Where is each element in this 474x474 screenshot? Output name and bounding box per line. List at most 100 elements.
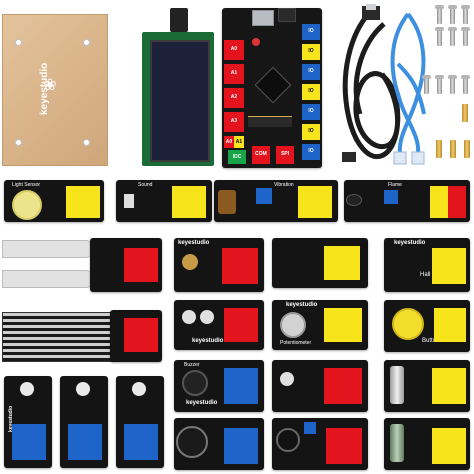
led-icon	[182, 310, 196, 324]
photocell-module: keyestudio	[174, 238, 264, 292]
led-icon	[20, 382, 34, 396]
io-block: IO	[302, 84, 320, 100]
red-cover	[326, 428, 362, 464]
yellow-cover	[432, 248, 466, 284]
side-block-a1: A1	[234, 136, 244, 148]
buzzer-icon	[182, 370, 208, 396]
io-block: IO	[302, 104, 320, 120]
blue-cover	[12, 424, 46, 460]
tilt-switch-icon	[390, 366, 404, 404]
com-port: COM	[252, 146, 270, 164]
standoff-icon	[462, 104, 468, 122]
io-block: IO	[302, 44, 320, 60]
buzzer-icon	[176, 426, 208, 458]
tilt-module	[384, 360, 470, 412]
potentiometer-module: keyestudio Potentiometer	[272, 300, 368, 350]
reset-button	[252, 38, 260, 46]
water-sensor-module	[2, 310, 162, 362]
soil-probe	[2, 240, 94, 258]
led-icon	[200, 310, 214, 324]
power-jack	[278, 8, 296, 22]
main-control-board: A0 A1 A2 A3 IO IO IO IO IO IO IO A0 A1 I…	[222, 8, 322, 168]
screw-icon	[435, 75, 444, 94]
microcontroller-chip	[254, 66, 292, 104]
plate-hole	[83, 139, 90, 146]
analog-block-a3: A3	[224, 112, 244, 132]
analog-block-a1: A1	[224, 64, 244, 84]
sensor-component	[218, 190, 236, 214]
screw-icon	[422, 75, 431, 94]
soil-sensor-pcb	[90, 238, 162, 292]
reed-switch-icon	[390, 424, 404, 462]
potentiometer-icon	[384, 190, 398, 204]
button-cap-icon	[392, 308, 424, 340]
lcd-display-module	[142, 32, 214, 166]
yellow-cover	[172, 186, 206, 218]
sensor-component	[124, 194, 134, 208]
io-block: IO	[302, 124, 320, 140]
blue-cover	[68, 424, 102, 460]
standoff-icon	[464, 140, 470, 158]
light-sensor-disc	[12, 190, 42, 220]
water-sensor-pcb	[110, 310, 162, 362]
standoff-icon	[450, 140, 456, 158]
button-module: Butto	[384, 300, 470, 352]
usb-port	[252, 10, 274, 26]
side-block-a0: A0	[224, 136, 234, 148]
analog-block-a0: A0	[224, 40, 244, 60]
standoff-icon	[436, 140, 442, 158]
acrylic-base-plate: ❀ keyestudio	[2, 14, 108, 166]
ethernet-cable	[390, 12, 426, 165]
screw-icon	[448, 75, 457, 94]
vibration-sensor-module: Vibration	[214, 180, 338, 222]
tall-module-blue: keyestudio	[4, 376, 52, 468]
potentiometer-icon	[304, 422, 316, 434]
plate-hole	[15, 139, 22, 146]
blue-cover	[224, 428, 258, 464]
flame-led	[346, 194, 362, 206]
raspberry-logo-icon: ❀	[43, 77, 57, 94]
reed-switch-module	[384, 418, 470, 470]
passive-buzzer-module	[174, 418, 264, 470]
io-block: IO	[302, 64, 320, 80]
microphone-module	[272, 418, 368, 470]
microphone-icon	[276, 428, 300, 452]
soil-probe	[2, 270, 94, 288]
yellow-cover	[298, 186, 332, 218]
buzzer-module: Buzzer keyestudio	[174, 360, 264, 412]
yellow-cover	[324, 308, 362, 342]
usb-cable	[342, 4, 401, 162]
yellow-cover	[432, 428, 466, 464]
potentiometer-knob-icon	[280, 312, 306, 338]
red-cover	[124, 318, 158, 352]
plate-brand-text: keyestudio	[39, 62, 50, 115]
component-bar	[248, 116, 292, 127]
soil-sensor-module	[2, 238, 162, 292]
red-cover	[324, 368, 362, 404]
yellow-cover	[432, 368, 466, 404]
plate-hole	[83, 39, 90, 46]
screw-icon	[461, 75, 470, 94]
screw-icon	[461, 5, 470, 24]
led-module-red: keyestudio	[174, 300, 264, 350]
sound-sensor-module: Sound	[116, 180, 212, 222]
blue-cover	[124, 424, 158, 460]
yellow-cover	[324, 246, 360, 280]
red-cover	[222, 248, 258, 284]
lcd-screen	[150, 40, 210, 162]
led-icon	[280, 372, 294, 386]
sensor-module-yellow	[272, 238, 368, 288]
lcd-header-connector	[170, 8, 188, 32]
yellow-cover	[434, 308, 466, 342]
potentiometer-icon	[256, 188, 272, 204]
red-yellow-cover	[430, 186, 466, 218]
screw-icon	[435, 5, 444, 24]
io-block: IO	[302, 144, 320, 160]
led-module-red-2	[272, 360, 368, 412]
red-cover	[124, 248, 158, 282]
screw-icon	[435, 27, 444, 46]
led-icon	[76, 382, 90, 396]
light-sensor-module: Light Sensor	[4, 180, 104, 222]
red-cover	[224, 308, 258, 342]
yellow-cover	[66, 186, 100, 218]
